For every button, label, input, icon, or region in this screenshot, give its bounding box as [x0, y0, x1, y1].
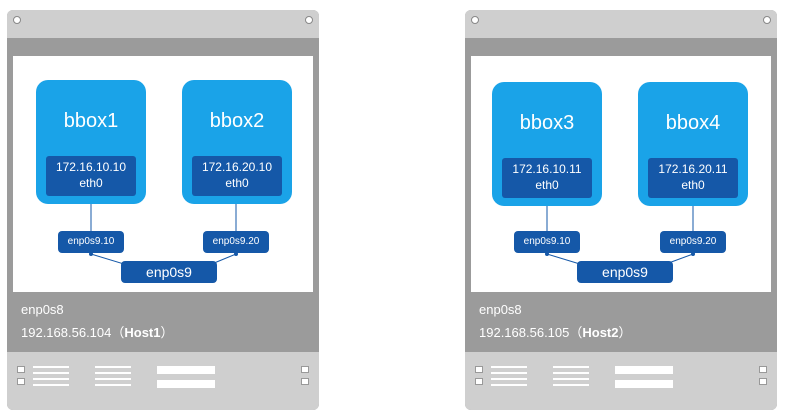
container-name: bbox2	[209, 110, 265, 132]
container-nic: 172.16.20.11 eth0	[648, 158, 738, 198]
host-ip-close: ）	[618, 325, 632, 340]
port-icon	[301, 366, 309, 373]
vlan-interface: enp0s9.10	[514, 231, 580, 253]
host-ip: 192.168.56.105（Host2）	[479, 322, 632, 341]
server-top-bar	[7, 10, 319, 38]
vlan-interface: enp0s9.10	[58, 231, 124, 253]
vent-line	[491, 366, 527, 368]
host-2: bbox3 172.16.10.11 eth0 bbox4 172.16.20.…	[465, 10, 777, 410]
server-bottom-bar	[7, 352, 319, 410]
container-dev: eth0	[535, 178, 559, 192]
container-dev: eth0	[79, 176, 103, 190]
port-icon	[17, 366, 25, 373]
container-dev: eth0	[681, 178, 705, 192]
container-box: bbox3 172.16.10.11 eth0	[492, 82, 602, 206]
vent-line	[33, 378, 69, 380]
container-ip: 172.16.20.11	[658, 162, 728, 176]
container-nic: 172.16.20.10 eth0	[192, 156, 282, 196]
port-icon	[301, 378, 309, 385]
container-name: bbox3	[519, 112, 575, 134]
container-dev: eth0	[225, 176, 249, 190]
vent-line	[491, 378, 527, 380]
port-icon	[475, 366, 483, 373]
host-interface: enp0s8	[21, 302, 64, 317]
container-ip: 172.16.10.10	[55, 160, 127, 174]
vent-line	[553, 372, 589, 374]
physical-interface: enp0s9	[577, 261, 673, 283]
server-top-bar	[465, 10, 777, 38]
container-box: bbox1 172.16.10.10 eth0	[36, 80, 146, 204]
container-box: bbox2 172.16.20.10 eth0	[182, 80, 292, 204]
container-ip: 172.16.20.10	[201, 160, 273, 174]
host-name: Host2	[582, 325, 619, 340]
container-nic: 172.16.10.11 eth0	[502, 158, 592, 198]
port-icon	[475, 378, 483, 385]
vent-line	[33, 372, 69, 374]
vent-line	[95, 384, 131, 386]
physical-interface: enp0s9	[121, 261, 217, 283]
container-name: bbox1	[63, 110, 119, 132]
container-box: bbox4 172.16.20.11 eth0	[638, 82, 748, 206]
vlan-interface: enp0s9.20	[660, 231, 726, 253]
port-icon	[759, 378, 767, 385]
host-ip-close: ）	[160, 325, 174, 340]
port-icon	[759, 366, 767, 373]
screw-icon	[13, 16, 21, 24]
container-ip: 172.16.10.11	[512, 162, 582, 176]
vent-line	[553, 366, 589, 368]
host-1: bbox1 172.16.10.10 eth0 bbox2 172.16.20.…	[7, 10, 319, 410]
drive-bay	[157, 366, 215, 374]
host-name: Host1	[124, 325, 161, 340]
vent-line	[95, 366, 131, 368]
vlan-interface: enp0s9.20	[203, 231, 269, 253]
screw-icon	[471, 16, 479, 24]
vent-line	[553, 378, 589, 380]
vent-line	[95, 378, 131, 380]
host-ip-value: 192.168.56.104（	[21, 325, 125, 340]
port-icon	[17, 378, 25, 385]
screw-icon	[305, 16, 313, 24]
host-ip: 192.168.56.104（Host1）	[21, 322, 174, 341]
container-nic: 172.16.10.10 eth0	[46, 156, 136, 196]
vent-line	[491, 372, 527, 374]
vent-line	[33, 366, 69, 368]
vent-line	[553, 384, 589, 386]
drive-bay	[615, 380, 673, 388]
vent-line	[95, 372, 131, 374]
vent-line	[33, 384, 69, 386]
server-bottom-bar	[465, 352, 777, 410]
host-ip-value: 192.168.56.105（	[479, 325, 583, 340]
screw-icon	[763, 16, 771, 24]
container-name: bbox4	[665, 112, 721, 134]
drive-bay	[615, 366, 673, 374]
host-interface: enp0s8	[479, 302, 522, 317]
drive-bay	[157, 380, 215, 388]
vent-line	[491, 384, 527, 386]
